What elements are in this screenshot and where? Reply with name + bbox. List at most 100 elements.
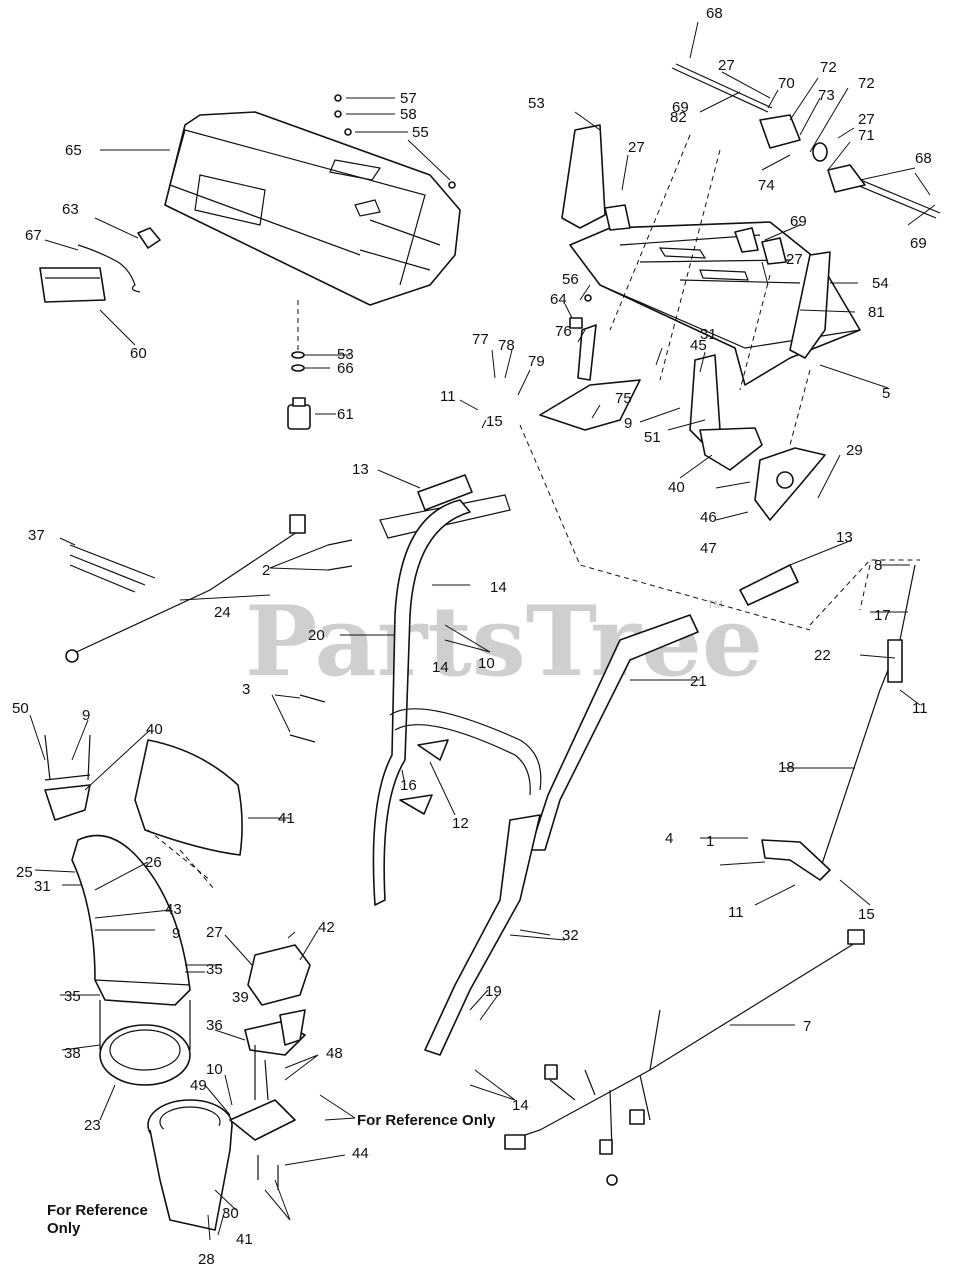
callout-number: 54	[872, 275, 889, 292]
knob-part	[761, 237, 787, 265]
reflector-part	[39, 267, 106, 303]
callout-number: 22	[814, 647, 831, 664]
callout-number: 16	[400, 777, 417, 794]
callout-number: 68	[915, 150, 932, 167]
callout-number: 10	[478, 655, 495, 672]
callout-number: 2	[262, 562, 270, 579]
discharge-chute	[71, 834, 191, 1006]
callout-number: 69	[790, 213, 807, 230]
callout-number: 39	[232, 989, 249, 1006]
grip-part	[739, 564, 799, 606]
callout-number: 64	[550, 291, 567, 308]
callout-number: 55	[412, 124, 429, 141]
callout-number: 52	[0, 0, 17, 4]
callout-number: 38	[64, 1045, 81, 1062]
callout-number: 13	[352, 461, 369, 478]
callout-number: 73	[818, 87, 835, 104]
callout-number: 19	[485, 983, 502, 1000]
callout-number: 12	[452, 815, 469, 832]
upper-handle-left	[372, 499, 471, 906]
callout-number: 29	[846, 442, 863, 459]
callout-number: 9	[82, 707, 90, 724]
callout-number: 79	[528, 353, 545, 370]
pivot-bracket	[539, 379, 641, 431]
shift-rod	[819, 564, 916, 871]
callout-number: 44	[352, 1145, 369, 1162]
callout-number: 46	[700, 509, 717, 526]
callout-number: 26	[145, 854, 162, 871]
wire-harness	[509, 939, 861, 1141]
callout-number: 31	[700, 326, 717, 343]
dash-panel-cover	[164, 111, 461, 306]
callout-number: 27	[858, 111, 875, 128]
callout-number: 74	[758, 177, 775, 194]
callout-number: 63	[62, 201, 79, 218]
callout-number: 42	[318, 919, 335, 936]
knob-part	[399, 794, 433, 815]
callout-number: 24	[214, 604, 231, 621]
reference-note-line1: For Reference	[47, 1202, 148, 1219]
callout-number: 9	[624, 415, 632, 432]
clip-part	[137, 227, 161, 249]
callout-number: 30	[222, 1205, 239, 1222]
shaft-part	[671, 63, 773, 113]
callout-number: 11	[912, 700, 928, 717]
callout-number: 53	[528, 95, 545, 112]
callout-number: 31	[34, 878, 51, 895]
upper-handle-right	[529, 614, 699, 851]
lower-handle	[424, 814, 541, 1056]
leader-lines	[29, 21, 936, 1241]
callout-number: 11	[440, 388, 456, 405]
callout-number: 69	[672, 99, 689, 116]
chute-ring	[99, 1024, 191, 1086]
callout-number: 68	[706, 5, 723, 22]
callout-number: 82	[670, 109, 687, 126]
reference-note: For Reference Only	[357, 1112, 496, 1129]
right-handle-grip	[789, 251, 831, 359]
bracket-part	[759, 114, 801, 149]
callout-number: 66	[337, 360, 354, 377]
callout-number: 20	[308, 627, 325, 644]
callout-number: 50	[12, 700, 29, 717]
callout-number: 45	[690, 337, 707, 354]
chute-bracket	[699, 427, 763, 471]
grip-part	[417, 474, 473, 511]
motor-cover	[247, 944, 311, 1006]
callout-number: 43	[165, 901, 182, 918]
callout-number: 53	[337, 346, 354, 363]
callout-number: 21	[690, 673, 707, 690]
callout-number: 70	[778, 75, 795, 92]
callout-number: 8	[874, 557, 882, 574]
callout-number: 61	[337, 406, 354, 423]
callout-number: 27	[786, 251, 803, 268]
callout-number: 14	[432, 659, 449, 676]
callout-number: 27	[718, 57, 735, 74]
callout-number: 48	[326, 1045, 343, 1062]
callout-number: 41	[236, 1231, 253, 1248]
reference-note-line2: Only	[47, 1220, 81, 1237]
callout-number: 40	[146, 721, 163, 738]
callout-number: 51	[644, 429, 661, 446]
callout-number: 9	[172, 925, 180, 942]
wire-part	[77, 244, 141, 293]
callout-number: 72	[858, 75, 875, 92]
callout-number: 27	[628, 139, 645, 156]
callout-number: 11	[728, 904, 744, 921]
callout-number: 27	[206, 924, 223, 941]
callout-number: 47	[700, 540, 717, 557]
callout-number: 18	[778, 759, 795, 776]
callout-number: 23	[84, 1117, 101, 1134]
callout-number: 32	[562, 927, 579, 944]
callout-number: 14	[490, 579, 507, 596]
callout-number: 65	[65, 142, 82, 159]
callout-number: 67	[25, 227, 42, 244]
callout-number: 15	[486, 413, 503, 430]
callout-number: 41	[278, 810, 295, 827]
callout-number: 60	[130, 345, 147, 362]
callout-number: 3	[242, 681, 250, 698]
knob-part	[417, 739, 449, 761]
callout-number: 4	[665, 830, 673, 847]
gear-part	[827, 164, 866, 193]
callout-number: 40	[668, 479, 685, 496]
